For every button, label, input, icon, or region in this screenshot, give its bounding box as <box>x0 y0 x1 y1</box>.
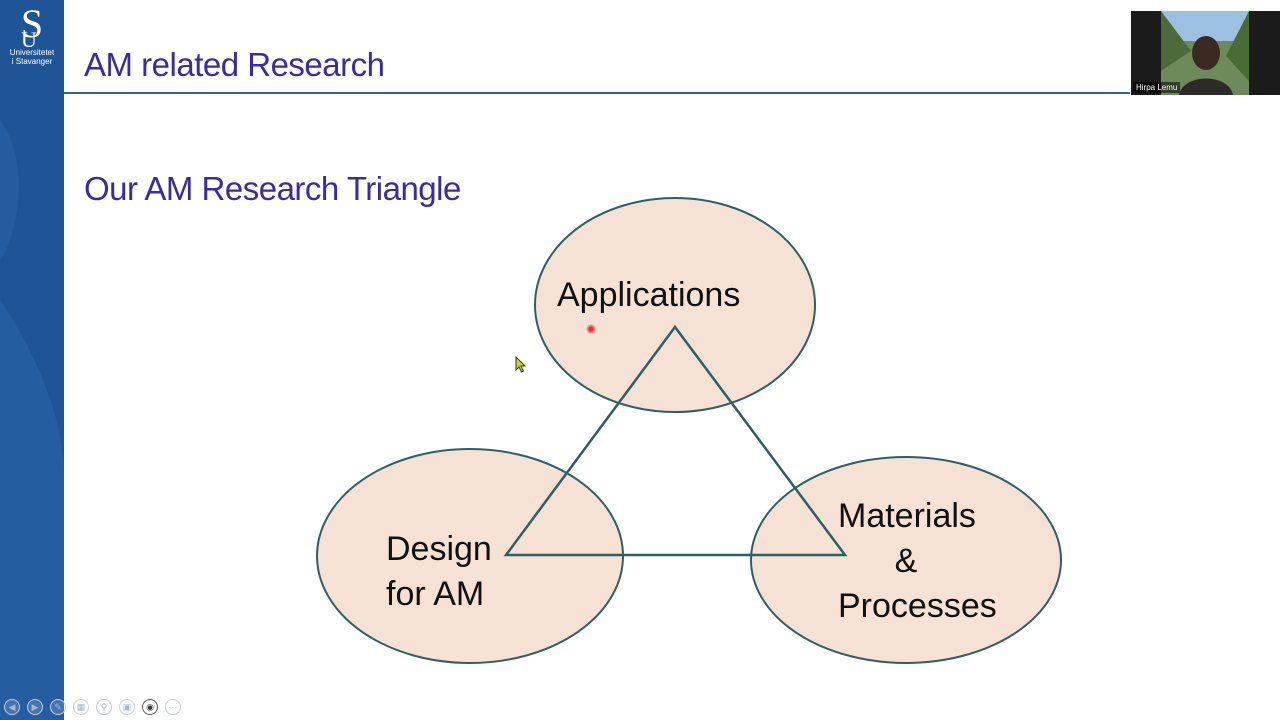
slide-subtitle: Our AM Research Triangle <box>84 170 461 207</box>
slideshow-toolbar: ◀ ▶ ✎ ▦ ⚲ ▣ ◉ ⋯ <box>4 699 181 715</box>
participant-video-tile[interactable]: Hirpa Lemu <box>1131 11 1280 95</box>
subtitles-icon[interactable]: ▣ <box>119 699 135 715</box>
design-label: Design for AM <box>386 530 492 613</box>
more-icon[interactable]: ⋯ <box>165 699 181 715</box>
previous-icon[interactable]: ◀ <box>4 699 20 715</box>
materials-label: Materials & Processes <box>838 497 997 625</box>
zoom-icon[interactable]: ⚲ <box>96 699 112 715</box>
slides-grid-icon[interactable]: ▦ <box>73 699 89 715</box>
participant-name: Hirpa Lemu <box>1133 82 1181 93</box>
next-icon[interactable]: ▶ <box>27 699 43 715</box>
camera-icon[interactable]: ◉ <box>142 699 158 715</box>
title-divider <box>64 92 1130 94</box>
participant-video-feed <box>1131 11 1280 95</box>
triangle-connector <box>503 324 848 557</box>
logo-name: Universitetet <box>9 48 55 57</box>
laser-pointer-icon <box>586 324 596 334</box>
logo-subname: i Stavanger <box>11 57 53 66</box>
mouse-cursor-icon <box>515 356 527 373</box>
applications-ellipse <box>534 197 816 413</box>
slide-title: AM related Research <box>84 46 385 83</box>
materials-ellipse <box>750 456 1062 664</box>
pen-icon[interactable]: ✎ <box>50 699 66 715</box>
sidebar-wave-decoration <box>0 120 64 720</box>
applications-label: Applications <box>557 276 741 314</box>
